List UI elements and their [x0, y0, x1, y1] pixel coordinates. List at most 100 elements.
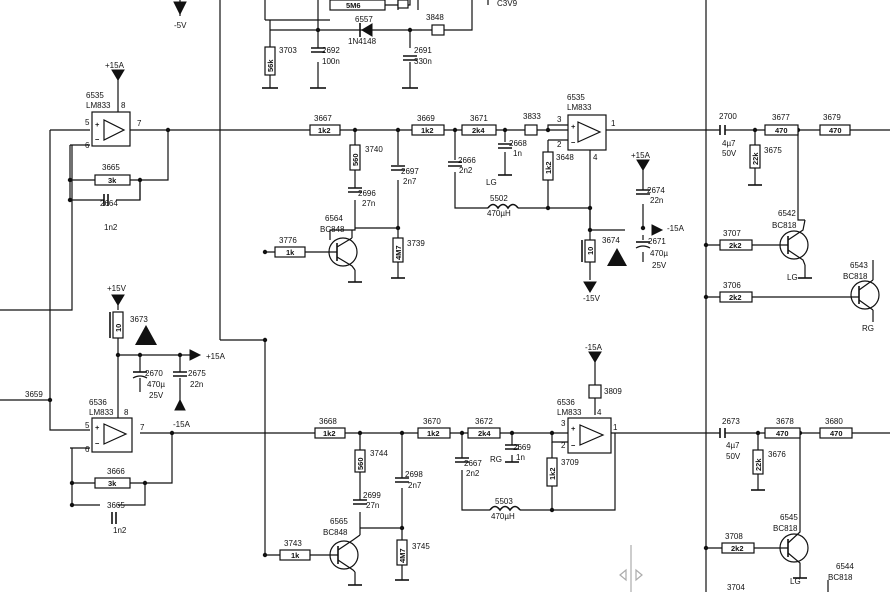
svg-text:3776: 3776: [279, 236, 297, 245]
svg-text:3709: 3709: [561, 458, 579, 467]
svg-text:!: !: [614, 257, 617, 266]
label-1n4148: 1N4148: [348, 37, 377, 46]
svg-text:3704: 3704: [727, 583, 745, 592]
svg-text:8: 8: [121, 101, 126, 110]
svg-text:1k: 1k: [291, 551, 300, 560]
svg-text:3668: 3668: [319, 417, 337, 426]
svg-text:560: 560: [351, 153, 360, 166]
resistor-3709: [546, 457, 558, 487]
svg-text:3707: 3707: [723, 229, 741, 238]
cap-2696: [348, 187, 362, 193]
svg-text:3: 3: [561, 419, 566, 428]
svg-text:4µ7: 4µ7: [722, 139, 736, 148]
svg-text:3: 3: [557, 115, 562, 124]
resistor-5m6: [329, 0, 386, 11]
label-p15a-top: +15A: [105, 61, 125, 70]
svg-text:3k: 3k: [108, 479, 117, 488]
svg-text:3672: 3672: [475, 417, 493, 426]
svg-text:!: !: [143, 336, 146, 345]
svg-text:2673: 2673: [722, 417, 740, 426]
svg-text:5: 5: [85, 421, 90, 430]
svg-text:6565: 6565: [330, 517, 348, 526]
label-2664: 2664: [100, 199, 118, 208]
svg-text:2k2: 2k2: [729, 293, 742, 302]
top-filter-chain: 1k2 3667 1k2 3669 2k4 3671 3833 + − 6535…: [309, 93, 685, 303]
svg-text:−: −: [571, 441, 576, 450]
svg-text:LM833: LM833: [567, 103, 592, 112]
svg-text:BC818: BC818: [773, 524, 798, 533]
svg-text:3679: 3679: [823, 113, 841, 122]
label-3669: 3669: [417, 114, 435, 123]
svg-text:-15A: -15A: [173, 420, 191, 429]
cap-2673: [719, 428, 726, 438]
svg-text:3809: 3809: [604, 387, 622, 396]
opamp-6535-left: +15A + − 6535 LM833 8 5 6 7 3k 3665 2664…: [85, 61, 142, 232]
svg-text:-15A: -15A: [585, 343, 603, 352]
opamp-triangle-icon: [103, 423, 128, 445]
top-section: -5V 5M6 C3V9 6557 1N4148 3848 56k 3703 2…: [173, 0, 518, 89]
resistor-3677: [764, 124, 799, 136]
svg-text:LG: LG: [790, 577, 801, 586]
svg-text:BC818: BC818: [772, 221, 797, 230]
svg-text:1k2: 1k2: [318, 126, 331, 135]
svg-text:5503: 5503: [495, 497, 513, 506]
svg-text:+: +: [571, 122, 576, 131]
svg-text:3659: 3659: [25, 390, 43, 399]
resistor-3703: [264, 46, 276, 76]
svg-text:3706: 3706: [723, 281, 741, 290]
svg-text:22n: 22n: [190, 380, 203, 389]
svg-text:2674: 2674: [647, 186, 665, 195]
svg-text:2n7: 2n7: [403, 177, 417, 186]
node-3833: [524, 124, 538, 136]
svg-text:1k2: 1k2: [427, 429, 440, 438]
svg-text:BC818: BC818: [843, 272, 868, 281]
svg-text:27n: 27n: [366, 501, 379, 510]
label-3667: 3667: [314, 114, 332, 123]
resistor-3670: [417, 427, 451, 439]
cap-2665: [111, 512, 117, 524]
cap-2699: [353, 499, 367, 505]
resistor-3666: [94, 477, 131, 489]
svg-text:22k: 22k: [754, 458, 763, 471]
svg-text:4M7: 4M7: [398, 548, 407, 563]
svg-text:470µH: 470µH: [491, 512, 515, 521]
svg-text:470µ: 470µ: [650, 249, 668, 258]
transistor-6564: 1k 3776 6564 BC848 4M7 3739: [274, 214, 425, 283]
label-2692: 2692: [322, 46, 340, 55]
svg-text:LM833: LM833: [89, 408, 114, 417]
svg-text:2698: 2698: [405, 470, 423, 479]
cap-2697: [391, 165, 405, 171]
resistor-3665: [94, 174, 131, 186]
resistor-3744: [354, 449, 366, 473]
neg15a-arrow-icon: [651, 224, 664, 236]
svg-text:2n2: 2n2: [459, 166, 473, 175]
cap-2666: [448, 161, 462, 167]
right-lower-output: 2673 4µ7 50V 470 3678 470 3680 22k 3676 …: [719, 417, 854, 592]
svg-text:6545: 6545: [780, 513, 798, 522]
svg-text:5: 5: [85, 118, 90, 127]
label-3848: 3848: [426, 13, 444, 22]
svg-text:2n2: 2n2: [466, 469, 480, 478]
svg-text:2670: 2670: [145, 369, 163, 378]
svg-text:3677: 3677: [772, 113, 790, 122]
inductor-5503: [489, 505, 521, 512]
svg-text:470: 470: [776, 429, 789, 438]
svg-text:2k2: 2k2: [731, 544, 744, 553]
svg-text:5502: 5502: [490, 194, 508, 203]
svg-text:1: 1: [611, 119, 616, 128]
supply-arrow-icon: [636, 159, 650, 171]
resistor-3706: [719, 291, 753, 303]
svg-text:−: −: [95, 439, 100, 448]
bottom-filter-chain: 1k2 3668 1k2 3670 2k4 3672 + − 6536 LM83…: [314, 343, 622, 521]
svg-text:3k: 3k: [108, 176, 117, 185]
resistor-3680: [819, 427, 853, 439]
svg-text:3675: 3675: [764, 146, 782, 155]
cap-2675: [173, 371, 187, 377]
svg-text:2671: 2671: [648, 237, 666, 246]
svg-text:1n2: 1n2: [104, 223, 118, 232]
neg15a-arrow-icon: [174, 398, 186, 411]
cap-2674: [636, 189, 650, 195]
right-upper-output: 2700 4µ7 50V 470 3677 470 3679 22k 3675 …: [719, 112, 880, 333]
